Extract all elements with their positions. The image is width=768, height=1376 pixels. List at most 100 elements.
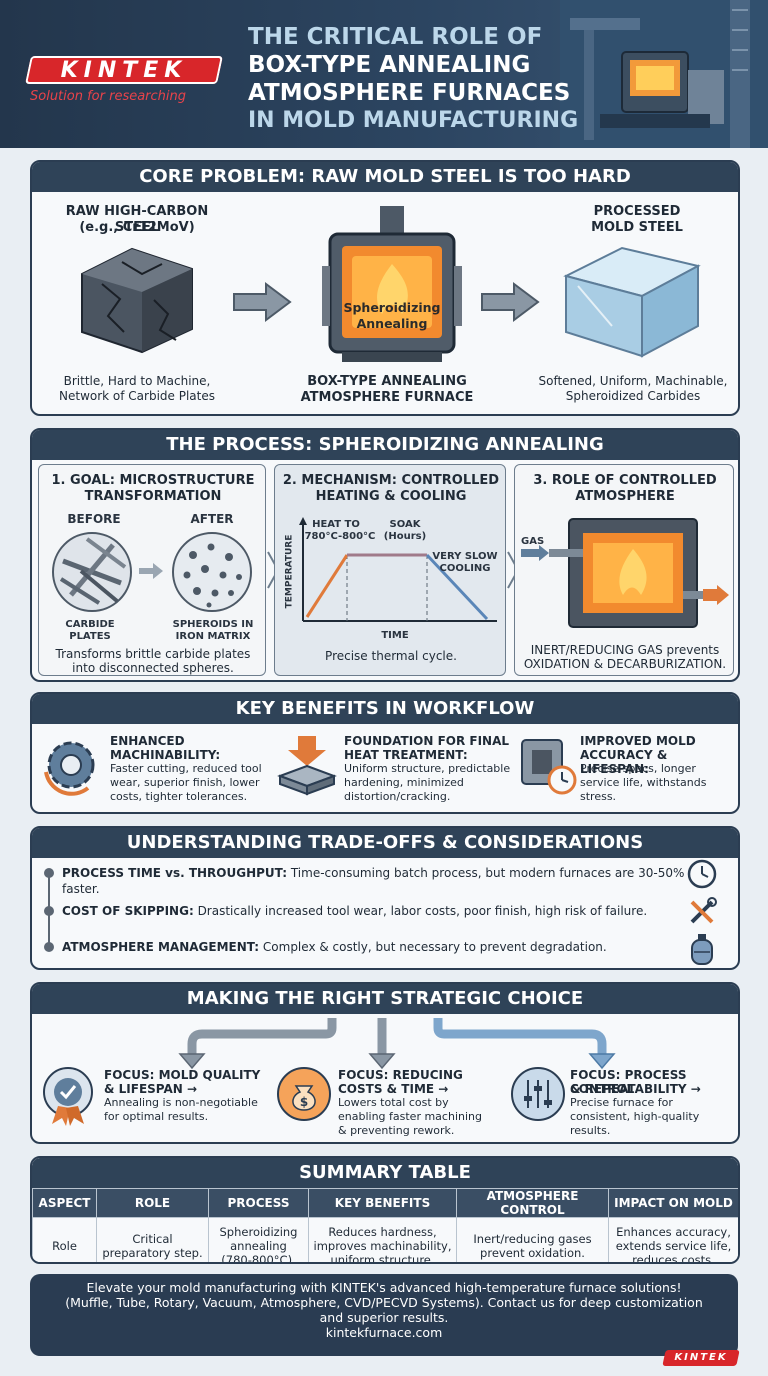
- spheroids-label-1: SPHEROIDS IN: [172, 619, 254, 630]
- timeline-dot: [44, 942, 54, 952]
- benefit-1-line-3: costs, tighter tolerances.: [110, 790, 248, 803]
- tradeoff-row-1: PROCESS TIME vs. THROUGHPUT: Time-consum…: [62, 866, 685, 896]
- footer-logo-text: KINTEK: [674, 1352, 728, 1363]
- strategy-3-line-1: Precise furnace for: [570, 1096, 673, 1109]
- table-header-cell: KEY BENEFITS: [308, 1188, 457, 1218]
- mold-clock-icon: [521, 739, 577, 795]
- cooling-label-1: VERY SLOW: [432, 551, 498, 562]
- carbide-label-1: CARBIDE: [65, 619, 115, 630]
- mechanism-title-2: HEATING & COOLING: [315, 489, 467, 504]
- tools-icon: [690, 897, 717, 924]
- arrow-right-icon: [139, 563, 163, 579]
- raw-steel-caption-2: Network of Carbide Plates: [59, 389, 215, 403]
- benefit-2-line-3: distortion/cracking.: [344, 790, 451, 803]
- table-header-cell: ROLE: [96, 1188, 209, 1218]
- title-line-2: BOX-TYPE ANNEALING: [248, 52, 531, 78]
- furnace-caption-2: ATMOSPHERE FURNACE: [300, 390, 474, 405]
- benefit-2-line-2: hardening, minimized: [344, 776, 464, 789]
- benefits-heading: KEY BENEFITS IN WORKFLOW: [32, 694, 738, 724]
- strategy-3-title-1: FOCUS: PROCESS CONTROL: [570, 1068, 687, 1096]
- strategy-3-line-2: consistent, high-quality: [570, 1110, 700, 1123]
- goal-box: 1. GOAL: MICROSTRUCTURE TRANSFORMATION B…: [38, 464, 266, 676]
- strategy-panel: MAKING THE RIGHT STRATEGIC CHOICE FOCUS:…: [30, 982, 740, 1144]
- footer-line-3: and superior results.: [319, 1310, 449, 1325]
- benefit-2-title-1: FOUNDATION FOR FINAL: [344, 734, 510, 748]
- table-cell: Enhances accuracy,extends service life,r…: [608, 1217, 738, 1262]
- table-header-cell: PROCESS: [208, 1188, 309, 1218]
- mechanism-caption: Precise thermal cycle.: [325, 649, 457, 663]
- benefit-3-line-3: stress.: [580, 790, 617, 803]
- goal-title-1: 1. GOAL: MICROSTRUCTURE: [51, 473, 255, 488]
- table-header-cell: IMPACT ON MOLD: [608, 1188, 738, 1218]
- branch-arrows: [178, 1018, 616, 1070]
- clock-icon: [687, 859, 717, 889]
- strategy-1-line-1: Annealing is non-negotiable: [104, 1096, 258, 1109]
- timeline-dot: [44, 868, 54, 878]
- strategy-2-line-2: enabling faster machining: [338, 1110, 482, 1123]
- strategy-2-title-1: FOCUS: REDUCING: [338, 1068, 463, 1082]
- strategy-2-title-2: COSTS & TIME →: [338, 1082, 449, 1096]
- raw-steel-caption-1: Brittle, Hard to Machine,: [63, 374, 211, 388]
- benefit-2-line-1: Uniform structure, predictable: [344, 762, 511, 775]
- carbide-label-2: PLATES: [69, 631, 111, 642]
- footer-line-2: (Muffle, Tube, Rotary, Vacuum, Atmospher…: [65, 1295, 703, 1310]
- title-line-4: IN MOLD MANUFACTURING: [248, 108, 579, 133]
- processed-caption-1: Softened, Uniform, Machinable,: [538, 374, 728, 388]
- goal-caption-2: into disconnected spheres.: [72, 661, 234, 675]
- summary-heading: SUMMARY TABLE: [32, 1158, 738, 1188]
- processed-label-2: MOLD STEEL: [591, 220, 683, 235]
- benefit-3-title-2: ACCURACY & LIFESPAN:: [580, 748, 668, 776]
- press-icon: [277, 736, 337, 796]
- benefit-2-title-2: HEAT TREATMENT:: [344, 748, 468, 762]
- benefit-1-title-1: ENHANCED: [110, 734, 185, 748]
- footer-banner: Elevate your mold manufacturing with KIN…: [30, 1274, 738, 1356]
- gas-label: GAS: [521, 536, 545, 547]
- strategy-1-line-2: for optimal results.: [104, 1110, 209, 1123]
- soak-label-1: SOAK: [389, 519, 421, 530]
- tradeoff-row-2: COST OF SKIPPING: Drastically increased …: [62, 904, 648, 918]
- strategy-heading: MAKING THE RIGHT STRATEGIC CHOICE: [32, 984, 738, 1014]
- strategy-3-title-2: & REPEATABILITY →: [570, 1082, 701, 1096]
- core-problem-heading: CORE PROBLEM: RAW MOLD STEEL IS TOO HARD: [32, 162, 738, 192]
- strategy-3-line-3: results.: [570, 1124, 611, 1137]
- raw-steel-label-2: (e.g., Cr12MoV): [79, 220, 195, 235]
- atmosphere-chamber-icon: [521, 518, 729, 628]
- cooling-label-2: COOLING: [439, 563, 491, 574]
- benefit-1-line-1: Faster cutting, reduced tool: [110, 762, 262, 775]
- benefits-panel: KEY BENEFITS IN WORKFLOW ENHANCED MACHIN…: [30, 692, 740, 814]
- mechanism-title-1: 2. MECHANISM: CONTROLLED: [282, 473, 500, 488]
- title-line-1: THE CRITICAL ROLE OF: [248, 24, 543, 50]
- heat-label-1: HEAT TO: [312, 519, 360, 530]
- goal-caption-1: Transforms brittle carbide plates: [55, 647, 251, 661]
- gear-icon: [44, 741, 95, 796]
- soak-label-2: (Hours): [383, 531, 427, 542]
- benefit-1-line-2: wear, superior finish, lower: [110, 776, 260, 789]
- factory-illustration-icon: [560, 0, 768, 148]
- strategy-1-title-1: FOCUS: MOLD QUALITY: [104, 1068, 261, 1082]
- arrow-right-icon: [481, 282, 540, 322]
- arrow-right-icon: [233, 282, 292, 322]
- spheroids-icon: [172, 532, 252, 612]
- heat-label-2: 780°C-800°C: [304, 531, 376, 542]
- furnace-caption-1: BOX-TYPE ANNEALING: [307, 374, 467, 389]
- process-heading: THE PROCESS: SPHEROIDIZING ANNEALING: [32, 430, 738, 460]
- table-cell: Reduces hardness,improves machinability,…: [308, 1217, 457, 1262]
- tagline: Solution for researching: [30, 89, 187, 104]
- raw-steel-label-1: RAW HIGH-CARBON STEEL: [65, 204, 209, 235]
- summary-table: ASPECT ROLE PROCESS KEY BENEFITS ATMOSPH…: [32, 1188, 738, 1262]
- table-cell: Role: [32, 1217, 97, 1262]
- footer-link[interactable]: kintekfurnace.com: [325, 1325, 443, 1340]
- y-axis-label: TEMPERATURE: [284, 534, 295, 609]
- timeline-dot: [44, 906, 54, 916]
- atmosphere-title-1: 3. ROLE OF CONTROLLED: [533, 473, 717, 488]
- strategy-1-title-2: & LIFESPAN →: [104, 1082, 198, 1096]
- tradeoff-row-3: ATMOSPHERE MANAGEMENT: Complex & costly,…: [62, 940, 607, 954]
- logo-text: KINTEK: [60, 58, 188, 83]
- goal-title-2: TRANSFORMATION: [84, 489, 222, 504]
- before-label: BEFORE: [67, 512, 121, 526]
- summary-panel: SUMMARY TABLE ASPECT ROLE PROCESS KEY BE…: [30, 1156, 740, 1264]
- processed-label-1: PROCESSED: [593, 204, 681, 219]
